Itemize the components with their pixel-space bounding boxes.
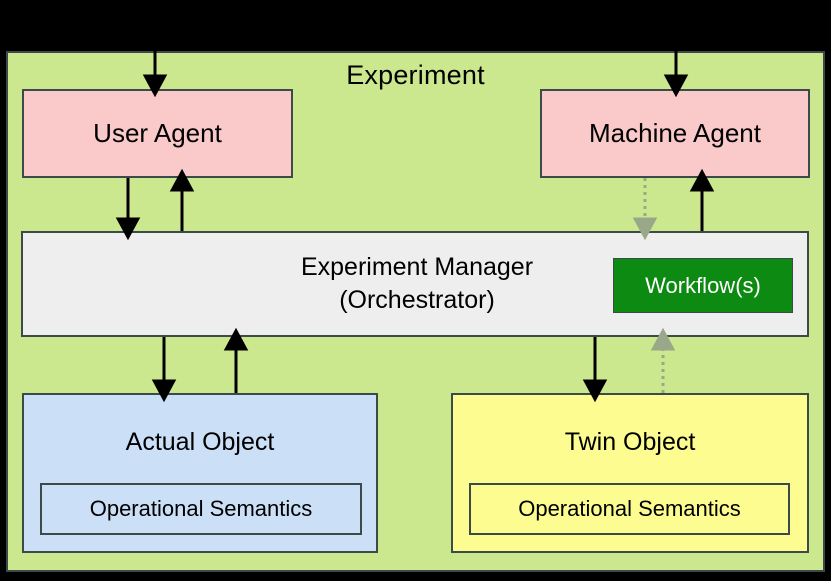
node-machine-agent-label: Machine Agent — [588, 118, 761, 148]
node-experiment-manager: Experiment Manager (Orchestrator) Workfl… — [21, 231, 809, 337]
node-experiment-manager-label-line1: Experiment Manager — [300, 253, 534, 281]
node-twin-object: Twin Object Operational Semantics — [451, 393, 809, 553]
node-user-agent-label: User Agent — [93, 118, 222, 148]
node-user-agent: User Agent — [22, 89, 293, 178]
node-workflows: Workflow(s) — [613, 258, 793, 313]
node-actual-object: Actual Object Operational Semantics — [22, 393, 378, 553]
node-experiment-manager-label-line2: (Orchestrator) — [339, 286, 495, 314]
node-machine-agent: Machine Agent — [540, 89, 810, 178]
node-experiment-manager-label: Experiment Manager (Orchestrator) — [23, 251, 811, 317]
node-workflows-label: Workflow(s) — [645, 272, 761, 298]
node-actual-object-label: Actual Object — [125, 428, 275, 456]
node-twin-object-label: Twin Object — [564, 428, 696, 456]
node-twin-object-operational-semantics: Operational Semantics — [469, 483, 790, 535]
node-twin-object-operational-semantics-label: Operational Semantics — [518, 496, 741, 521]
experiment-title: Experiment — [346, 60, 485, 90]
node-actual-object-operational-semantics-label: Operational Semantics — [89, 496, 313, 521]
node-actual-object-operational-semantics: Operational Semantics — [40, 483, 362, 535]
